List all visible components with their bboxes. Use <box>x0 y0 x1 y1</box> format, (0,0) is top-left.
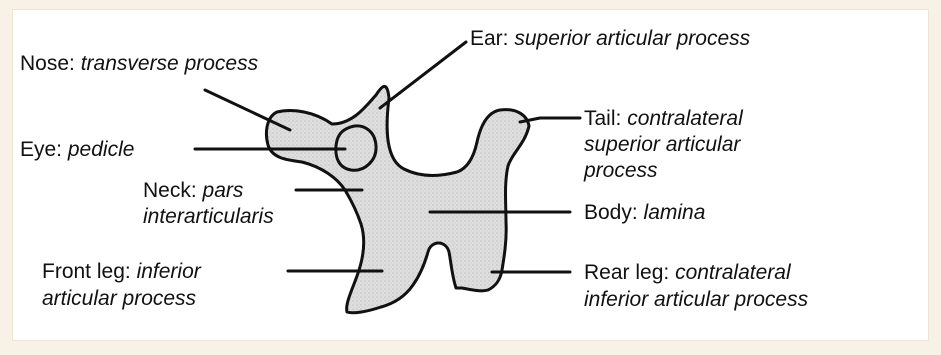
nose-leader-line <box>205 90 290 130</box>
rear-leg-label: Rear leg: contralateral <box>584 261 792 284</box>
ear-label: Ear: superior articular process <box>470 27 751 50</box>
eye-label: Eye: pedicle <box>20 138 134 161</box>
nose-label: Nose: transverse process <box>20 52 259 75</box>
rear-leg-label-line2: inferior articular process <box>584 288 809 311</box>
front-leg-label: Front leg: inferior <box>42 260 202 283</box>
vertebra-outline <box>266 86 529 312</box>
neck-label-line2: interarticularis <box>143 205 274 228</box>
front-leg-label-line2: articular process <box>42 287 197 310</box>
tail-label-line3: process <box>583 159 658 182</box>
tail-label-line2: superior articular <box>584 133 741 156</box>
tail-leader-line <box>520 118 580 122</box>
tail-label: Tail: contralateral <box>584 107 744 130</box>
neck-label: Neck: pars <box>143 179 244 202</box>
body-label: Body: lamina <box>584 201 705 224</box>
ear-leader-line <box>380 42 466 108</box>
